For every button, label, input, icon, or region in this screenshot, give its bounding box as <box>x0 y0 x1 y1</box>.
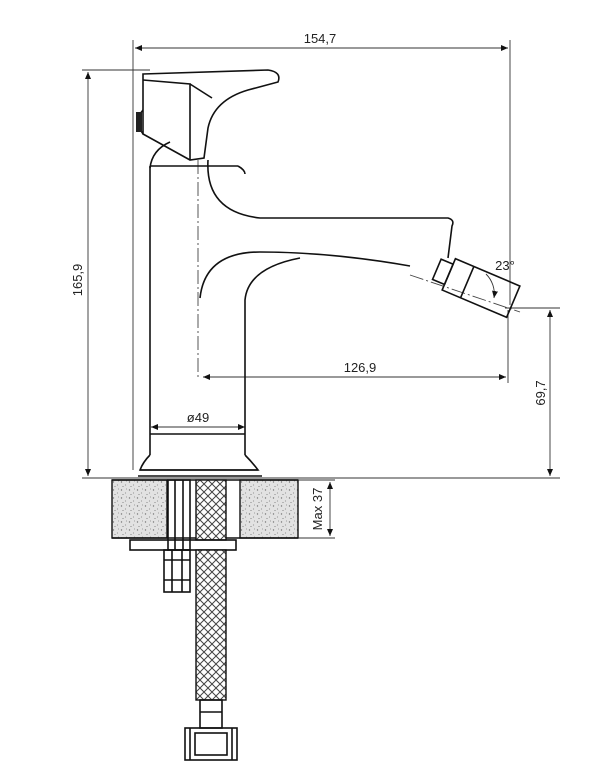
dimension-labels: 154,7 165,9 126,9 69,7 ø49 Max 37 23° <box>70 31 548 530</box>
center-lines <box>197 160 521 380</box>
base-diameter-label: ø49 <box>187 410 209 425</box>
spout-reach-label: 126,9 <box>344 360 377 375</box>
countertop-section <box>111 479 299 539</box>
dimension-lines <box>85 45 553 536</box>
bidet-nozzle <box>431 257 521 319</box>
nozzle-angle-arc <box>485 273 498 299</box>
nozzle-angle-label: 23° <box>495 258 515 273</box>
faucet-body <box>136 69 454 477</box>
spout-height-label: 69,7 <box>533 380 548 405</box>
mounting-hardware <box>129 479 237 593</box>
flexible-hose <box>184 549 238 761</box>
counter-thickness-label: Max 37 <box>310 488 325 531</box>
overall-width-label: 154,7 <box>304 31 337 46</box>
overall-height-label: 165,9 <box>70 264 85 297</box>
extension-lines <box>82 40 560 539</box>
